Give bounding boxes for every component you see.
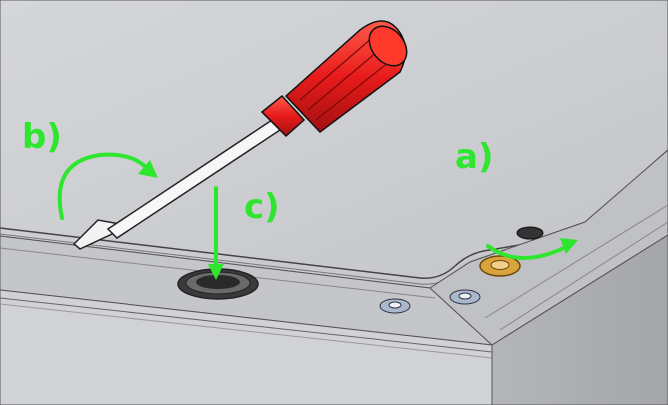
arrow-c-head <box>208 264 224 280</box>
front-wall-edge-1 <box>0 297 493 353</box>
arrow-a-head <box>560 238 578 254</box>
side-flange-line-1 <box>484 204 668 319</box>
label-a: a) <box>455 137 493 177</box>
corner-hole <box>516 226 544 240</box>
screwdriver-handle-groove-2 <box>307 45 385 111</box>
screwdriver <box>72 20 408 250</box>
label-b: b) <box>22 117 62 157</box>
front-wall-edge-2 <box>0 303 493 359</box>
arrow-a-curve <box>486 244 570 260</box>
washer-left-hole <box>388 301 402 309</box>
screwdriver-handle-end <box>368 25 408 67</box>
annotation-arrows <box>57 152 570 270</box>
enclosure-side-wall <box>491 234 668 405</box>
brass-nut-hole <box>490 260 510 270</box>
arrow-b-head <box>138 160 158 178</box>
enclosure-front-wall <box>0 289 493 405</box>
screwdriver-collar <box>260 94 306 138</box>
washer-right-hole <box>458 292 472 300</box>
screwdriver-handle-groove-3 <box>315 57 395 121</box>
arrow-b-curve <box>57 152 152 220</box>
screwdriver-handle-groove-1 <box>299 37 373 101</box>
side-flange-line-2 <box>499 221 668 331</box>
grommet-hole <box>196 275 240 289</box>
label-c: c) <box>244 187 280 227</box>
